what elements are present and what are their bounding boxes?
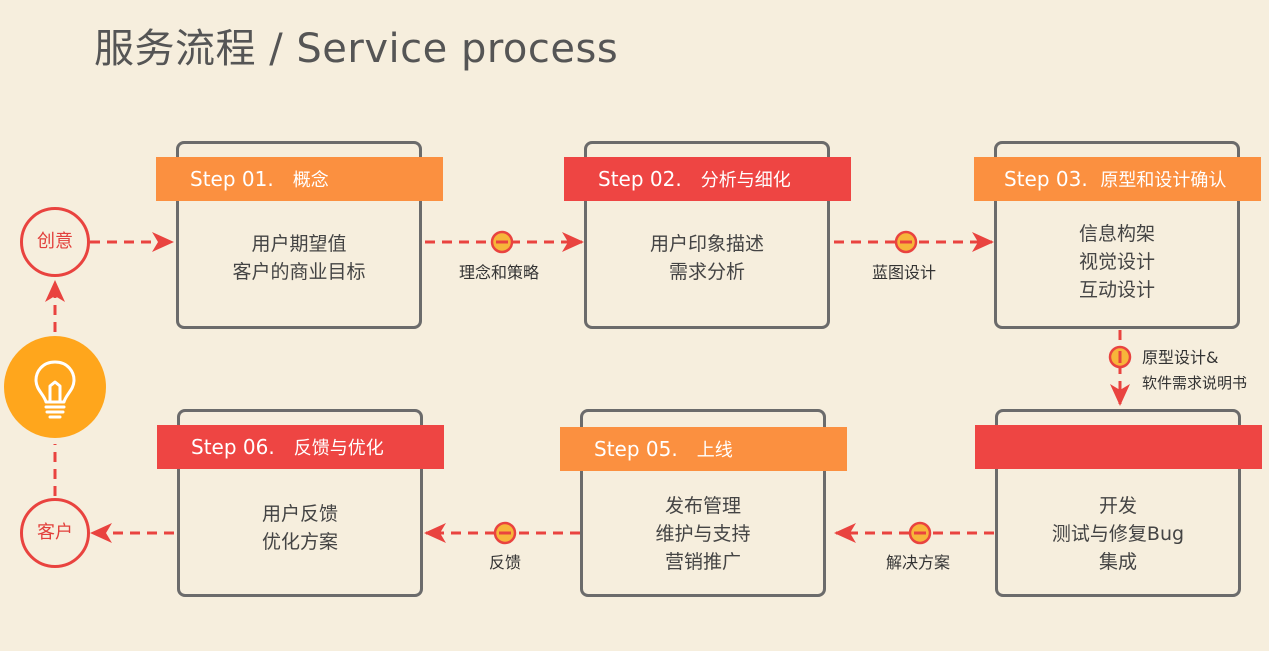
connector-label-c45: 解决方案 [886,553,951,572]
dot-c34 [1108,345,1132,369]
connector-label-c34-line1: 原型设计& [1142,348,1219,367]
step5-line: 发布管理 [664,495,741,517]
step5-content: 发布管理 维护与支持 营销推广 [583,492,823,576]
step4-banner [975,425,1262,469]
step1-number: Step 01. [190,167,274,191]
connector-label-c12: 理念和策略 [459,263,540,282]
step4-line: 测试与修复Bug [1051,523,1185,545]
step4-line: 开发 [1098,495,1137,517]
step2-line: 用户印象描述 [649,233,764,255]
step4-line: 集成 [1098,551,1137,573]
step5-line: 维护与支持 [655,523,751,545]
page-title: 服务流程 / Service process [94,26,619,72]
connector-dots [490,230,1132,545]
step3-banner: Step 03. 原型和设计确认 [974,157,1261,201]
step6-line: 优化方案 [261,531,338,553]
step3-line: 视觉设计 [1078,251,1155,273]
end-node: 客户 [20,498,90,568]
step6-name: 反馈与优化 [293,438,384,459]
step3-line: 信息构架 [1078,223,1155,245]
step6-number: Step 06. [191,435,275,459]
step1-line: 客户的商业目标 [232,261,366,283]
step6-banner: Step 06. 反馈与优化 [157,425,444,469]
step2-banner: Step 02. 分析与细化 [564,157,851,201]
dot-c23 [894,230,918,254]
step1-content: 用户期望值 客户的商业目标 [179,230,419,286]
step3-line: 互动设计 [1078,279,1155,301]
connector-label-c34-line2: 软件需求说明书 [1142,374,1248,392]
step3-content: 信息构架 视觉设计 互动设计 [997,220,1237,304]
step3-name: 原型和设计确认 [1100,170,1227,191]
connector-label-c56: 反馈 [489,553,522,572]
dot-c45 [908,521,932,545]
step1-banner: Step 01. 概念 [156,157,443,201]
step2-line: 需求分析 [668,261,745,283]
step2-number: Step 02. [598,167,682,191]
step3-number: Step 03. [1004,167,1088,191]
step5-name: 上线 [696,440,733,461]
step1-name: 概念 [292,170,329,191]
step4-content: 开发 测试与修复Bug 集成 [998,492,1238,576]
end-node-label: 客户 [37,522,73,543]
dot-c56 [493,521,517,545]
start-node-label: 创意 [37,231,73,252]
step6-line: 用户反馈 [261,503,338,525]
lightbulb-icon [4,336,106,438]
step5-number: Step 05. [594,437,678,461]
dot-c12 [490,230,514,254]
step2-name: 分析与细化 [700,170,791,191]
step5-line: 营销推广 [664,551,741,573]
step2-content: 用户印象描述 需求分析 [587,230,827,286]
step6-content: 用户反馈 优化方案 [180,500,420,556]
connector-label-c23: 蓝图设计 [872,263,937,282]
step1-line: 用户期望值 [251,233,347,255]
start-node: 创意 [20,207,90,277]
step5-banner: Step 05. 上线 [560,427,847,471]
